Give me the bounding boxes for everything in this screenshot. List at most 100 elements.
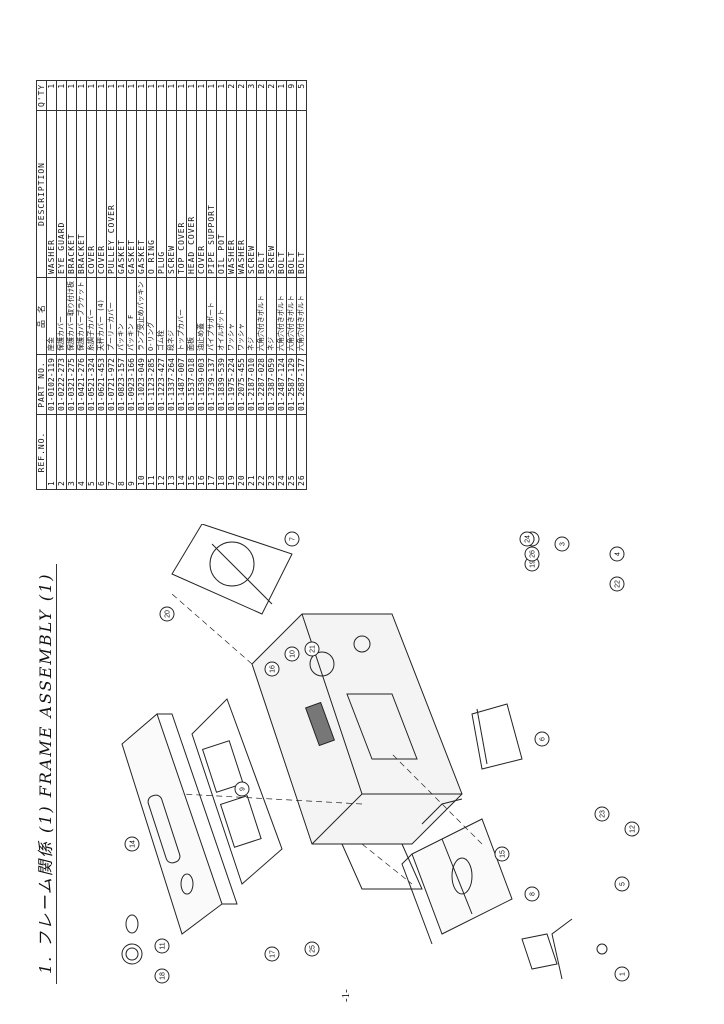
callout-23: 23 — [594, 806, 610, 822]
cell-jp-name: ゴム栓 — [156, 277, 167, 355]
explode-lines — [171, 593, 483, 885]
callout-14: 14 — [124, 836, 140, 852]
cell-ref-no: 17 — [206, 414, 217, 490]
cell-ref-no: 13 — [166, 414, 177, 490]
cell-description: COVER — [196, 110, 207, 278]
callout-12: 12 — [624, 821, 640, 837]
cell-part-no: 01-2387-059 — [266, 354, 277, 415]
cell-part-no: 01-2075-455 — [236, 354, 247, 415]
cell-part-no: 01-0823-157 — [116, 354, 127, 415]
cell-part-no: 01-2287-028 — [256, 354, 267, 415]
cell-part-no: 01-0222-273 — [56, 354, 67, 415]
cell-description: TOP COVER — [176, 110, 187, 278]
top-cover — [121, 713, 238, 935]
svg-text:20: 20 — [165, 610, 172, 618]
cell-jp-name: 六角穴付きボルト — [286, 277, 297, 355]
cell-ref-no: 14 — [176, 414, 187, 490]
cell-part-no: 01-1337-264 — [166, 354, 177, 415]
col-header-part-no: PART NO. — [36, 354, 47, 415]
cell-part-no: 01-2487-124 — [276, 354, 287, 415]
callout-22: 22 — [609, 576, 625, 592]
cell-description: HEAD COVER — [186, 110, 197, 278]
cell-part-no: 01-1223-427 — [156, 354, 167, 415]
cell-ref-no: 9 — [126, 414, 137, 490]
svg-text:9: 9 — [240, 787, 247, 791]
cell-jp-name: 座金 — [46, 277, 57, 355]
cell-qty: 2 — [256, 80, 267, 111]
cell-qty: 1 — [106, 80, 117, 111]
callout-1: 1 — [614, 966, 630, 982]
callout-3: 3 — [554, 536, 570, 552]
cell-description: WASHER — [226, 110, 237, 278]
cell-jp-name: 面板 — [186, 277, 197, 355]
cell-description: BOLT — [256, 110, 267, 278]
svg-text:23: 23 — [600, 810, 607, 818]
cell-jp-name: ワッシャ — [236, 277, 247, 355]
callout-26: 26 — [524, 546, 540, 562]
cell-description: SCREW — [166, 110, 177, 278]
svg-text:4: 4 — [615, 552, 622, 556]
cell-ref-no: 8 — [116, 414, 127, 490]
svg-text:8: 8 — [530, 892, 537, 896]
cell-description: PLUG — [156, 110, 167, 278]
svg-text:5: 5 — [620, 882, 627, 886]
cell-ref-no: 3 — [66, 414, 77, 490]
col-header-description: DESCRIPTION — [36, 110, 47, 278]
cell-qty: 2 — [236, 80, 247, 111]
cell-jp-name: ワッシャ — [226, 277, 237, 355]
callout-4: 4 — [609, 546, 625, 562]
svg-text:21: 21 — [310, 645, 317, 653]
cell-part-no: 01-0321-275 — [66, 354, 77, 415]
svg-text:10: 10 — [290, 650, 297, 658]
cell-ref-no: 24 — [276, 414, 287, 490]
oil-pot — [121, 914, 143, 965]
svg-text:15: 15 — [500, 850, 507, 858]
cell-part-no: 01-1487-007 — [176, 354, 187, 415]
cell-ref-no: 21 — [246, 414, 257, 490]
page-number: -1- — [340, 989, 352, 1002]
cell-ref-no: 22 — [256, 414, 267, 490]
cell-ref-no: 23 — [266, 414, 277, 490]
svg-text:7: 7 — [290, 537, 297, 541]
callout-9: 9 — [234, 781, 250, 797]
cell-description: COVER — [96, 110, 107, 278]
cell-description: PULLEY COVER — [106, 110, 117, 278]
cell-qty: 1 — [96, 80, 107, 111]
callout-labels: 1234567891011121415161718192021222324252… — [124, 531, 640, 984]
cell-ref-no: 19 — [226, 414, 237, 490]
cell-part-no: 01-2187-010 — [246, 354, 257, 415]
svg-text:26: 26 — [530, 550, 537, 558]
svg-text:19: 19 — [530, 560, 537, 568]
cell-description: BOLT — [296, 110, 307, 278]
cell-jp-name: 保護カバーブラケット — [76, 277, 87, 355]
svg-text:12: 12 — [630, 825, 637, 833]
cell-qty: 5 — [296, 80, 307, 111]
cell-part-no: 01-1123-285 — [146, 354, 157, 415]
cell-qty: 1 — [46, 80, 57, 111]
cell-description: GASKET — [136, 110, 147, 278]
cell-qty: 3 — [246, 80, 257, 111]
svg-text:16: 16 — [270, 665, 277, 673]
cell-part-no: 01-0521-324 — [86, 354, 97, 415]
frame-body — [251, 613, 463, 890]
cell-ref-no: 15 — [186, 414, 197, 490]
cell-ref-no: 12 — [156, 414, 167, 490]
cell-description: PIPE SUPPORT — [206, 110, 217, 278]
cell-part-no: 01-1023-049 — [136, 354, 147, 415]
cell-jp-name: 六角穴付きボルト — [256, 277, 267, 355]
title-underline — [56, 564, 57, 984]
cell-qty: 1 — [126, 80, 137, 111]
